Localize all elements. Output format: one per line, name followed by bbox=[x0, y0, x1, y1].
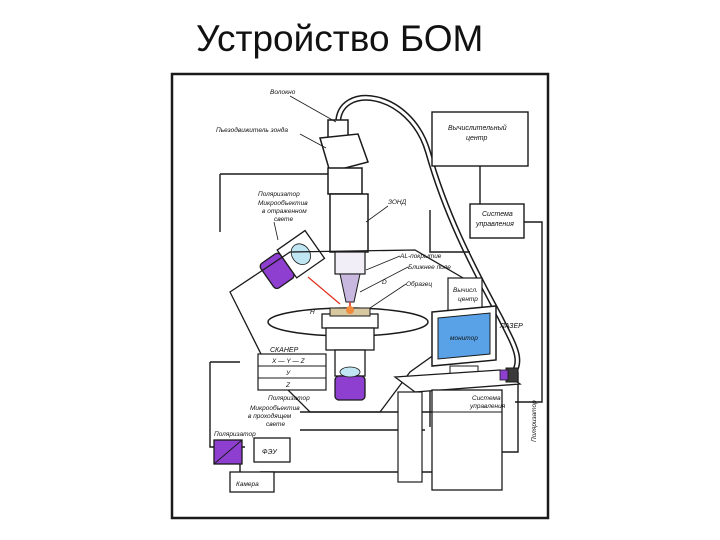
diagram-frame bbox=[170, 72, 550, 520]
computer-desk bbox=[393, 369, 522, 491]
label-objective-reflect-2: в отраженном bbox=[262, 208, 307, 215]
monitor bbox=[431, 305, 497, 375]
label-scanner-z: Z bbox=[285, 382, 291, 389]
label-polarizer-side: Поляризатор bbox=[531, 400, 538, 442]
label-laser: ЛАЗЕР bbox=[499, 323, 523, 330]
scanner-block bbox=[257, 353, 327, 391]
label-small-compute-2: центр bbox=[458, 296, 478, 303]
slide-title: Устройство БОМ bbox=[196, 18, 484, 59]
label-objective-pass-1: Микрообъектив bbox=[250, 404, 300, 412]
label-scanner-y: У bbox=[285, 370, 291, 377]
label-h: H bbox=[310, 309, 315, 316]
label-objective-reflect-1: Микрообъектив bbox=[258, 199, 308, 207]
label-computer-1: Вычислительный bbox=[448, 124, 507, 132]
label-camera: Камера bbox=[236, 481, 259, 488]
label-small-compute-1: Вычисл. bbox=[453, 287, 478, 294]
label-probe: ЗОНД bbox=[388, 199, 407, 206]
feu-unit bbox=[213, 437, 291, 465]
reflected-light-objective bbox=[259, 229, 326, 290]
label-objective-reflect-3: свете bbox=[274, 216, 293, 223]
bom-device-diagram: Волокно Пьезодвижитель зонда Вычислитель… bbox=[170, 72, 552, 522]
label-objective-pass-3: свете bbox=[266, 421, 285, 428]
label-fiber: Волокно bbox=[270, 89, 296, 96]
small-compute-box bbox=[447, 277, 483, 313]
label-control-low-2: управления bbox=[469, 403, 506, 410]
computer-center-box bbox=[431, 111, 529, 167]
label-polarizer-top: Поляризатор bbox=[258, 191, 300, 198]
label-objective-pass-2: в проходящем bbox=[248, 412, 292, 420]
transmitted-light-objective bbox=[334, 349, 366, 401]
label-polarizer-small: Поляризатор bbox=[214, 431, 256, 438]
label-sample: Образец bbox=[406, 280, 432, 288]
label-light-field: Ближнее поле bbox=[408, 264, 451, 271]
label-polarizer-bottom: Поляризатор bbox=[268, 395, 310, 402]
label-scanner: СКАНЕР bbox=[270, 347, 299, 354]
control-system-box bbox=[469, 203, 525, 239]
label-scanner-xyz: X — Y — Z bbox=[271, 358, 306, 365]
piezo-probe-holder bbox=[319, 119, 369, 303]
laser-unit bbox=[499, 367, 519, 383]
label-control-low-1: Система bbox=[472, 395, 501, 402]
label-piezo: Пьезодвижитель зонда bbox=[216, 126, 288, 134]
sample-stage bbox=[267, 306, 429, 351]
label-monitor: монитор bbox=[450, 335, 478, 342]
label-control-2: управления bbox=[475, 221, 514, 228]
camera-box bbox=[229, 471, 275, 493]
label-computer-2: центр bbox=[466, 135, 488, 142]
label-feu: ФЭУ bbox=[262, 449, 278, 456]
label-d: D bbox=[382, 279, 387, 286]
label-control-1: Система bbox=[482, 211, 513, 218]
label-al-coating: AL-покрытие bbox=[399, 253, 442, 260]
